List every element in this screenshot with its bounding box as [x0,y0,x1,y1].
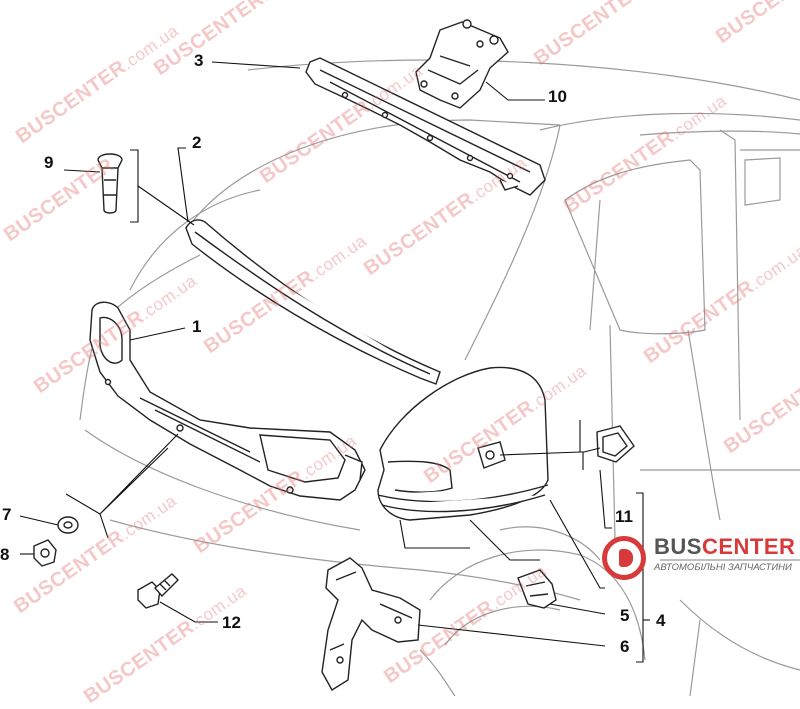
callout-11: 11 [615,507,633,526]
callout-10: 10 [548,87,567,106]
callout-6: 6 [620,637,630,656]
callout-2: 2 [192,133,202,152]
callout-4: 4 [656,611,666,630]
callout-12: 12 [222,613,241,632]
callout-8: 8 [0,545,10,564]
callout-1: 1 [192,317,202,336]
parts-layer [33,19,635,691]
buscenter-logo: BUSCENTER АВТОМОБІЛЬНІ ЗАПЧАСТИНИ [602,526,796,596]
callout-7: 7 [2,505,12,524]
logo-name: BUSCENTER [654,534,796,559]
leader-lines [19,61,650,663]
logo-mark-icon [602,536,646,580]
callout-5: 5 [620,606,630,625]
callout-9: 9 [44,153,54,172]
logo-tagline: АВТОМОБІЛЬНІ ЗАПЧАСТИНИ [654,562,792,573]
vehicle-body-outline [79,59,800,696]
callout-3: 3 [194,51,204,70]
